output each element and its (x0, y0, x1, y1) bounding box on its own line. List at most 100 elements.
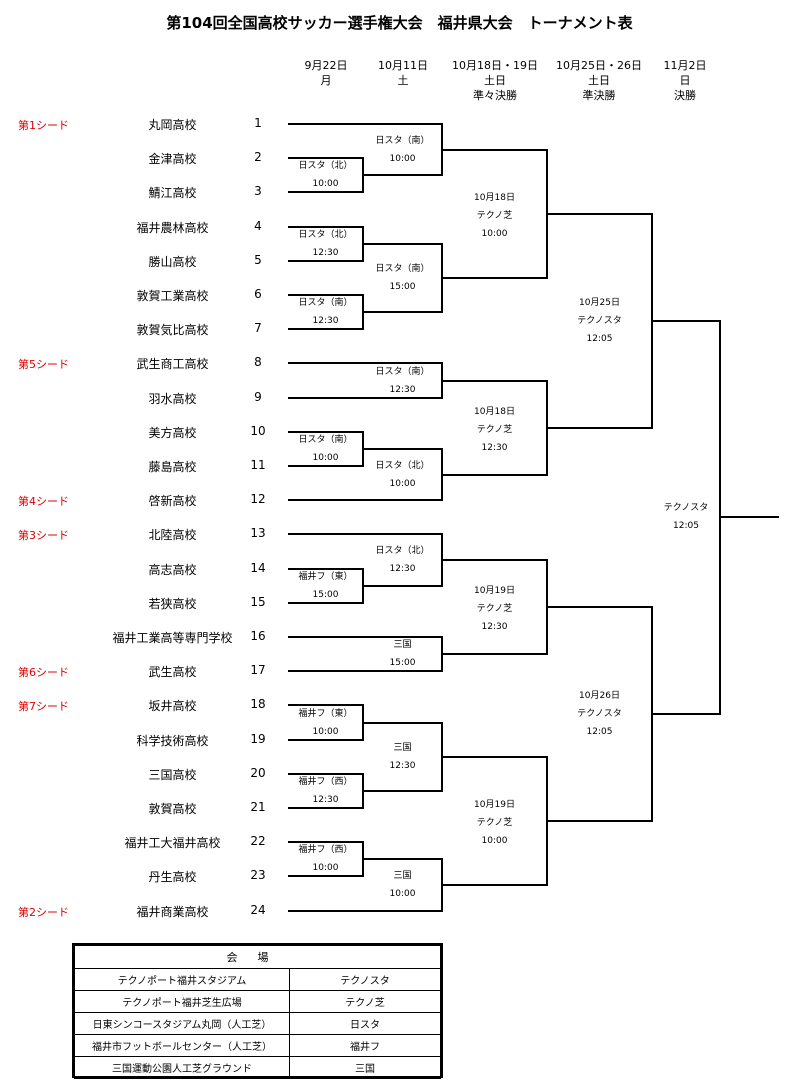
weekday-label: 日 (679, 74, 691, 87)
bracket-line (288, 259, 364, 262)
match-info-line: 10:00 (312, 726, 339, 737)
match-info-line: 12:30 (481, 442, 508, 453)
team-number: 11 (250, 458, 266, 472)
bracket-line (288, 465, 364, 467)
match-info-line: 日スタ（北） (298, 229, 353, 240)
bracket-line (363, 721, 443, 724)
bracket-line (363, 858, 443, 861)
school-name: 勝山高校 (148, 254, 197, 269)
bracket-line (288, 225, 364, 228)
match-info-line: 三国 (393, 640, 412, 651)
match-info-line: 10月25日 (579, 297, 620, 308)
school-name: 北陸高校 (148, 528, 197, 543)
match-info-line: 12:05 (586, 726, 613, 737)
team-number: 6 (254, 287, 262, 301)
match-info-line: 12:30 (312, 794, 339, 805)
venue-name: 福井市フットボールセンター（人工芝） (74, 1034, 290, 1057)
bracket-line (442, 276, 548, 279)
match-info-line: 12:05 (586, 333, 613, 344)
bracket-line (288, 499, 443, 502)
team-number: 14 (250, 560, 266, 575)
second-round-match: 日スタ（南）12:30 (364, 363, 442, 399)
venue-row: テクノポート福井スタジアム テクノスタ (74, 968, 441, 991)
match-info-line: 10:00 (312, 863, 339, 874)
bracket-line (442, 883, 548, 886)
second-round-match: 日スタ（北）10:00 (364, 457, 442, 493)
match-info-line: 15:00 (312, 589, 339, 600)
team-number: 22 (250, 834, 266, 849)
match-info-line: 福井フ（東） (298, 708, 353, 719)
bracket-line (363, 311, 443, 314)
bracket-line (288, 772, 364, 775)
bracket-line (547, 819, 653, 822)
bracket-line (288, 294, 364, 296)
seed-label: 第5シード (18, 358, 69, 372)
team-number: 24 (250, 902, 266, 917)
team-number: 8 (254, 355, 262, 370)
bracket-line (288, 738, 364, 741)
match-info-line: テクノスタ (577, 708, 622, 719)
venue-row: 福井市フットボールセンター（人工芝） 福井フ (74, 1034, 441, 1057)
round-label: 決勝 (674, 89, 696, 102)
venue-row: 日東シンコースタジアム丸岡（人工芝） 日スタ (74, 1012, 441, 1035)
school-name: 福井工業高等専門学校 (112, 631, 233, 645)
match-info-line: 10月19日 (474, 586, 515, 597)
match-info-line: 15:00 (389, 281, 416, 292)
date-label: 10月18日・19日 (452, 59, 538, 72)
match-info-line: 12:30 (312, 247, 339, 258)
bracket-line (288, 567, 364, 570)
second-round-match: 日スタ（北）12:30 (364, 542, 442, 578)
school-name: 金津高校 (148, 152, 197, 167)
match-info-line: テクノスタ (663, 503, 709, 514)
date-header-round2: 10月11日 土 (366, 58, 440, 88)
second-round-match: 日スタ（南）10:00 (364, 132, 442, 168)
bracket-line (442, 559, 548, 562)
team-number: 16 (250, 629, 266, 643)
match-info-line: 12:30 (389, 564, 416, 575)
school-name: 武生高校 (148, 665, 197, 680)
team-number: 1 (254, 116, 262, 130)
bracket-line (288, 636, 443, 638)
first-round-match: 福井フ（東） 10:00 (287, 705, 365, 741)
bracket-line (288, 362, 443, 365)
match-info-line: 10:00 (389, 888, 416, 899)
date-label: 10月25日・26日 (556, 59, 642, 72)
page-title: 第104回全国高校サッカー選手権大会 福井県大会 トーナメント表 (166, 14, 633, 32)
match-info-line: テクノスタ (577, 315, 622, 326)
venue-row: テクノポート福井芝生広場 テクノ芝 (74, 990, 441, 1013)
bracket-line (547, 426, 653, 429)
team-number: 9 (254, 389, 262, 404)
venue-name: テクノポート福井スタジアム (74, 968, 290, 991)
seed-label: 第7シード (18, 700, 69, 714)
bracket-line (442, 148, 548, 151)
match-info-line: 福井フ（西） (298, 845, 353, 856)
match-info-line: 10月18日 (474, 406, 515, 417)
team-number: 12 (250, 492, 266, 507)
team-number: 3 (254, 184, 262, 199)
venue-name: 三国運動公園人工芝グラウンド (74, 1056, 290, 1079)
first-round-match: 日スタ（南）10:00 (287, 431, 365, 467)
venue-abbr: テクノ芝 (289, 990, 441, 1013)
seed-label: 第6シード (18, 666, 69, 680)
match-info-line: 日スタ（北） (298, 161, 353, 172)
bracket-line (442, 473, 548, 476)
match-info-line: 10:00 (389, 153, 416, 164)
bracket-line (288, 909, 443, 912)
bracket-line (547, 606, 653, 609)
bracket-line (442, 755, 548, 758)
match-info-line: 12:05 (673, 521, 699, 532)
bracket-line (363, 174, 443, 177)
match-info-line: テクノ芝 (476, 817, 513, 828)
bracket-line (720, 516, 779, 519)
bracket-line (442, 379, 548, 382)
bracket-line (288, 807, 364, 809)
school-name: 福井商業高校 (136, 904, 209, 919)
bracket-line (288, 601, 364, 604)
team-number: 13 (250, 526, 266, 541)
school-name: 福井工大福井高校 (124, 836, 221, 851)
